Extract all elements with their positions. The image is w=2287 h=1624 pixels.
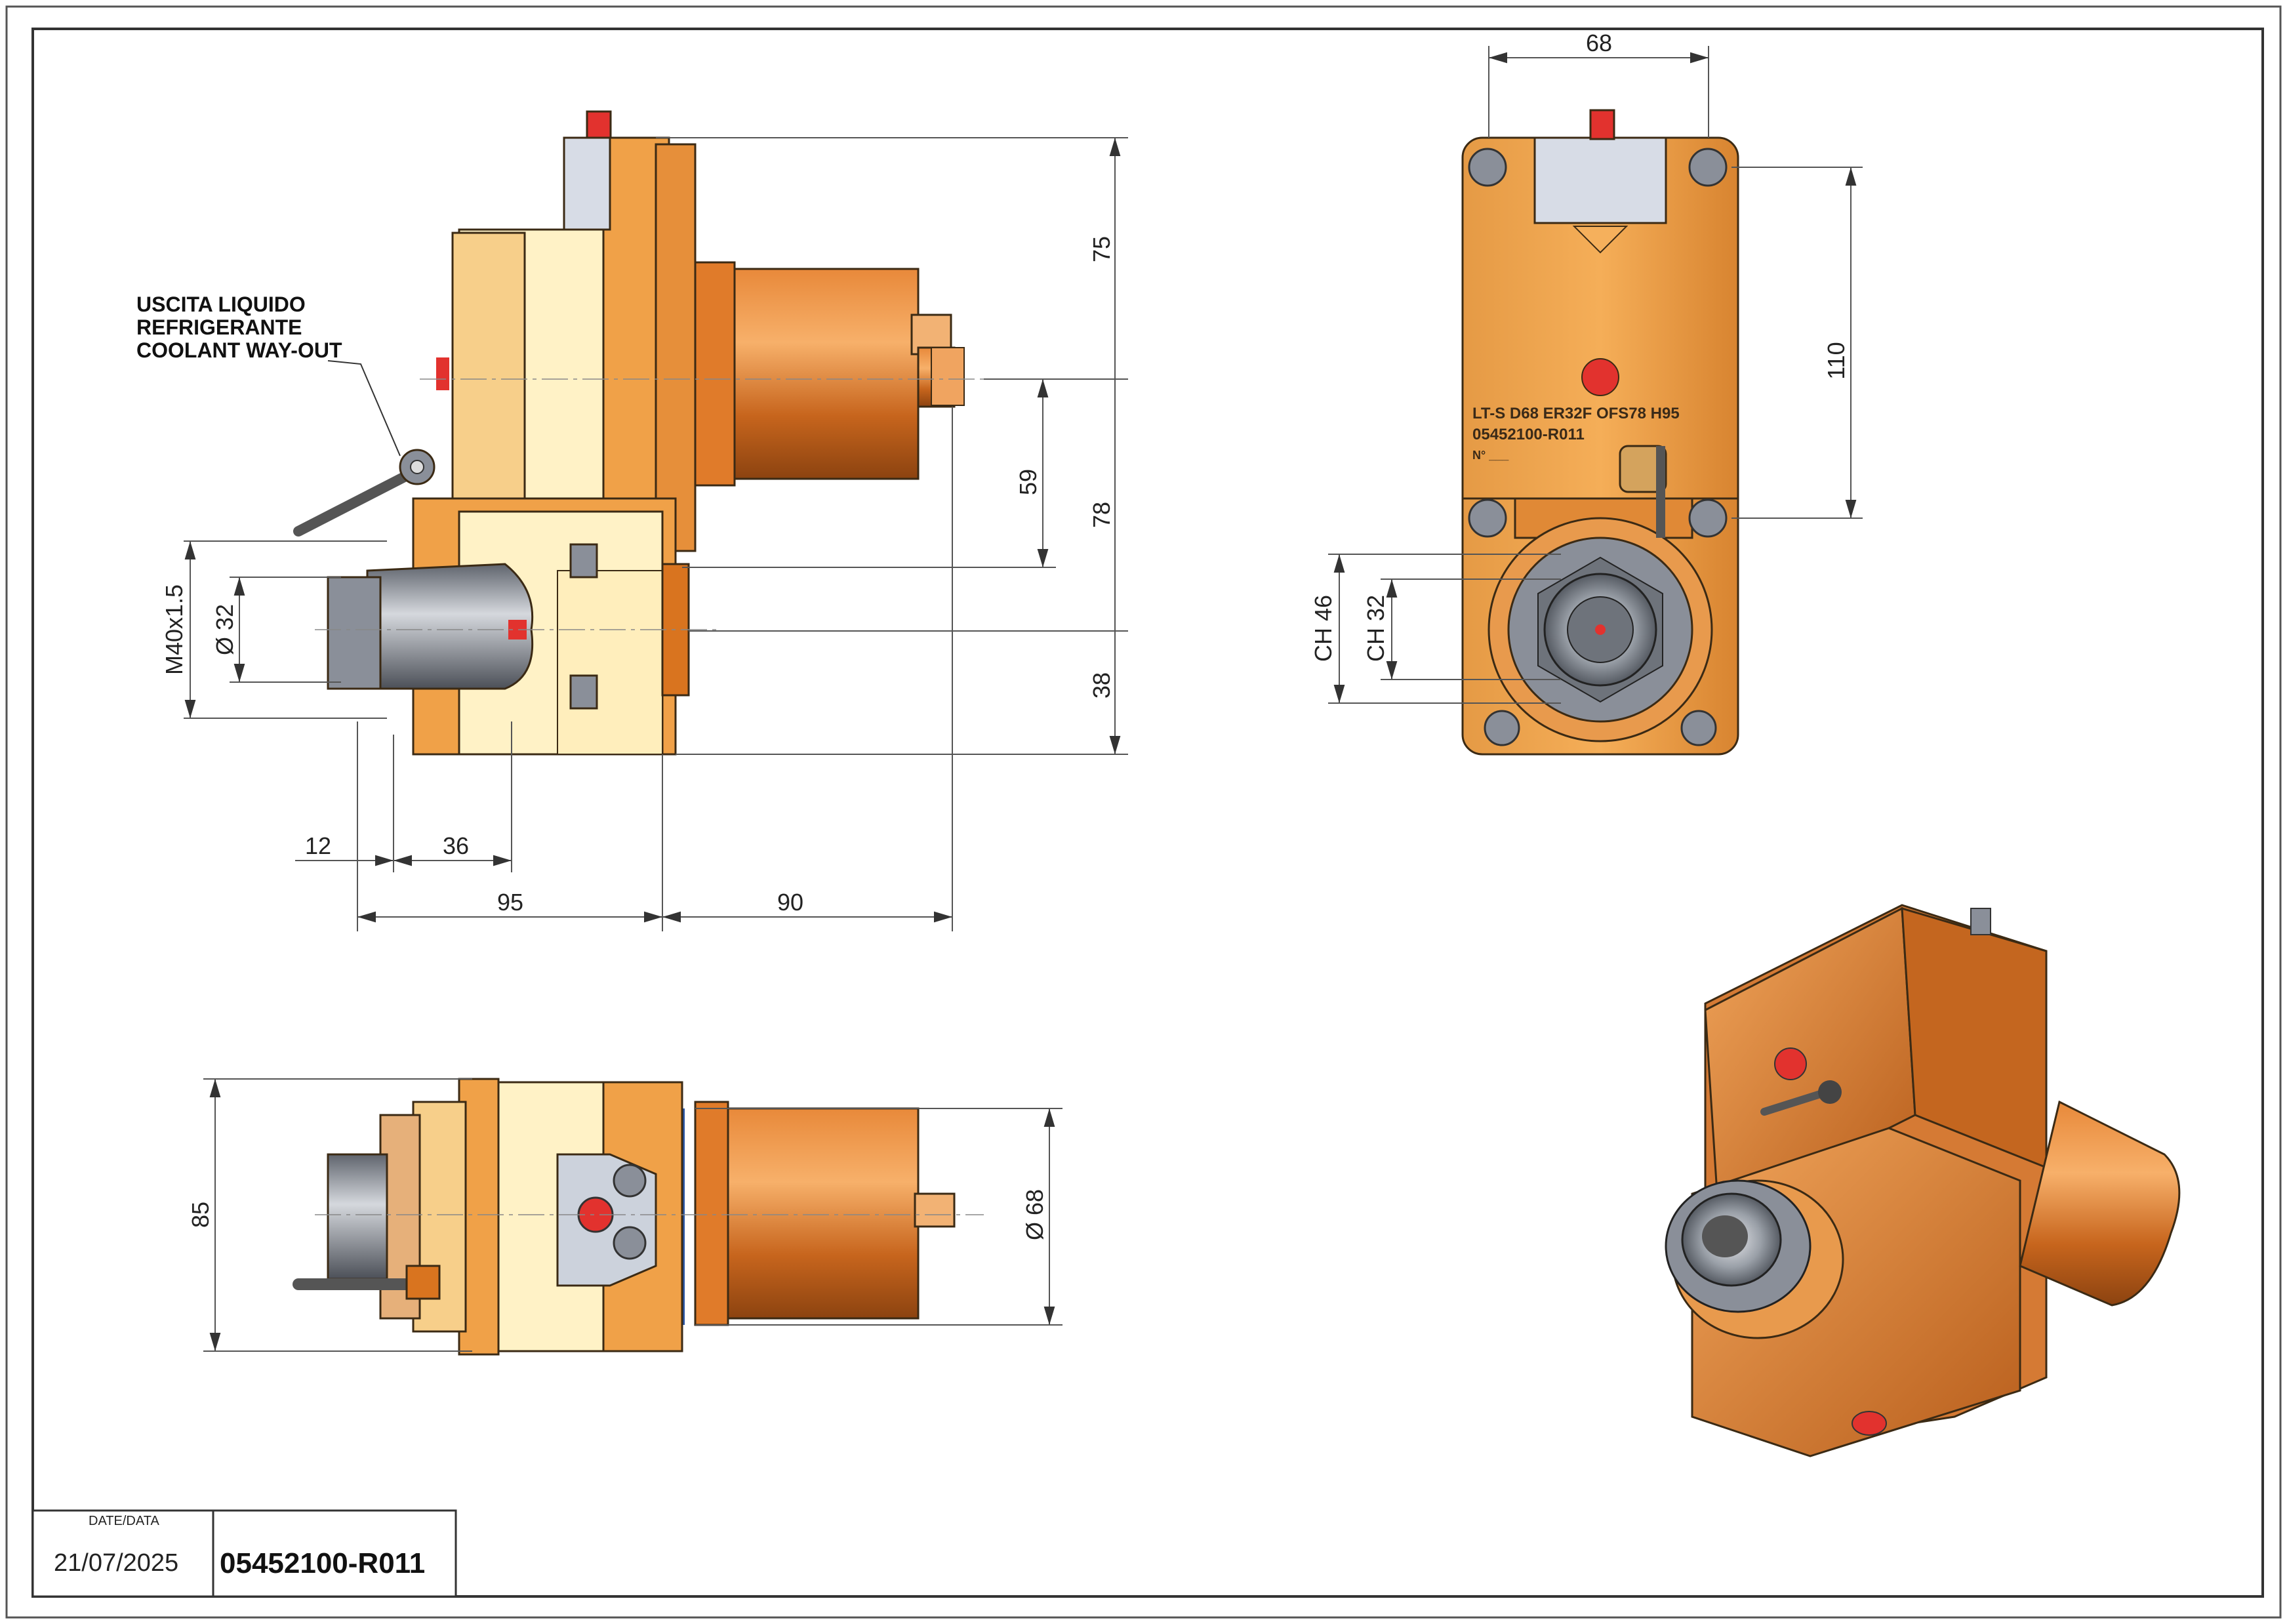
dim-110: 110 xyxy=(1823,342,1850,379)
dim-85: 85 xyxy=(187,1202,214,1228)
dim-38: 38 xyxy=(1088,672,1115,699)
dim-36: 36 xyxy=(443,832,469,859)
dim-ch32: CH 32 xyxy=(1362,595,1389,662)
side-view-dimensions xyxy=(184,137,1128,931)
side-view xyxy=(293,110,965,756)
date-label: DATE/DATA xyxy=(89,1514,159,1528)
front-view xyxy=(1461,109,1739,756)
engraving-model: LT-S D68 ER32F OFS78 H95 xyxy=(1472,405,1680,422)
top-view-dimensions xyxy=(203,1078,1063,1352)
engraving-serial: N° ___ xyxy=(1472,449,1509,462)
coolant-note-line2: REFRIGERANTE xyxy=(136,315,302,339)
engraving-code: 05452100-R011 xyxy=(1472,426,1585,443)
dim-90: 90 xyxy=(777,889,803,916)
dim-75: 75 xyxy=(1088,236,1115,262)
dim-dia-68: Ø 68 xyxy=(1021,1189,1048,1240)
dim-78: 78 xyxy=(1088,502,1115,528)
dim-68-front: 68 xyxy=(1586,30,1612,56)
dim-m40: M40x1.5 xyxy=(161,584,188,675)
drawing-number: 05452100-R011 xyxy=(220,1547,425,1579)
dim-12: 12 xyxy=(305,832,331,859)
front-view-bolts xyxy=(1468,148,1728,746)
dim-59: 59 xyxy=(1015,469,1042,495)
isometric-view xyxy=(1665,904,2181,1457)
coolant-leader xyxy=(327,360,401,457)
top-view xyxy=(293,1078,956,1356)
dim-ch46: CH 46 xyxy=(1310,595,1337,662)
date-value: 21/07/2025 xyxy=(54,1549,178,1577)
inner-frame xyxy=(31,28,2264,1598)
coolant-note-line1: USCITA LIQUIDO xyxy=(136,293,306,316)
title-block xyxy=(31,1509,457,1598)
dim-95: 95 xyxy=(497,889,523,916)
dim-dia-32: Ø 32 xyxy=(211,604,238,655)
front-view-dimensions xyxy=(1328,46,1863,704)
coolant-note-line3: COOLANT WAY-OUT xyxy=(136,338,342,362)
outer-frame xyxy=(5,5,2282,1619)
